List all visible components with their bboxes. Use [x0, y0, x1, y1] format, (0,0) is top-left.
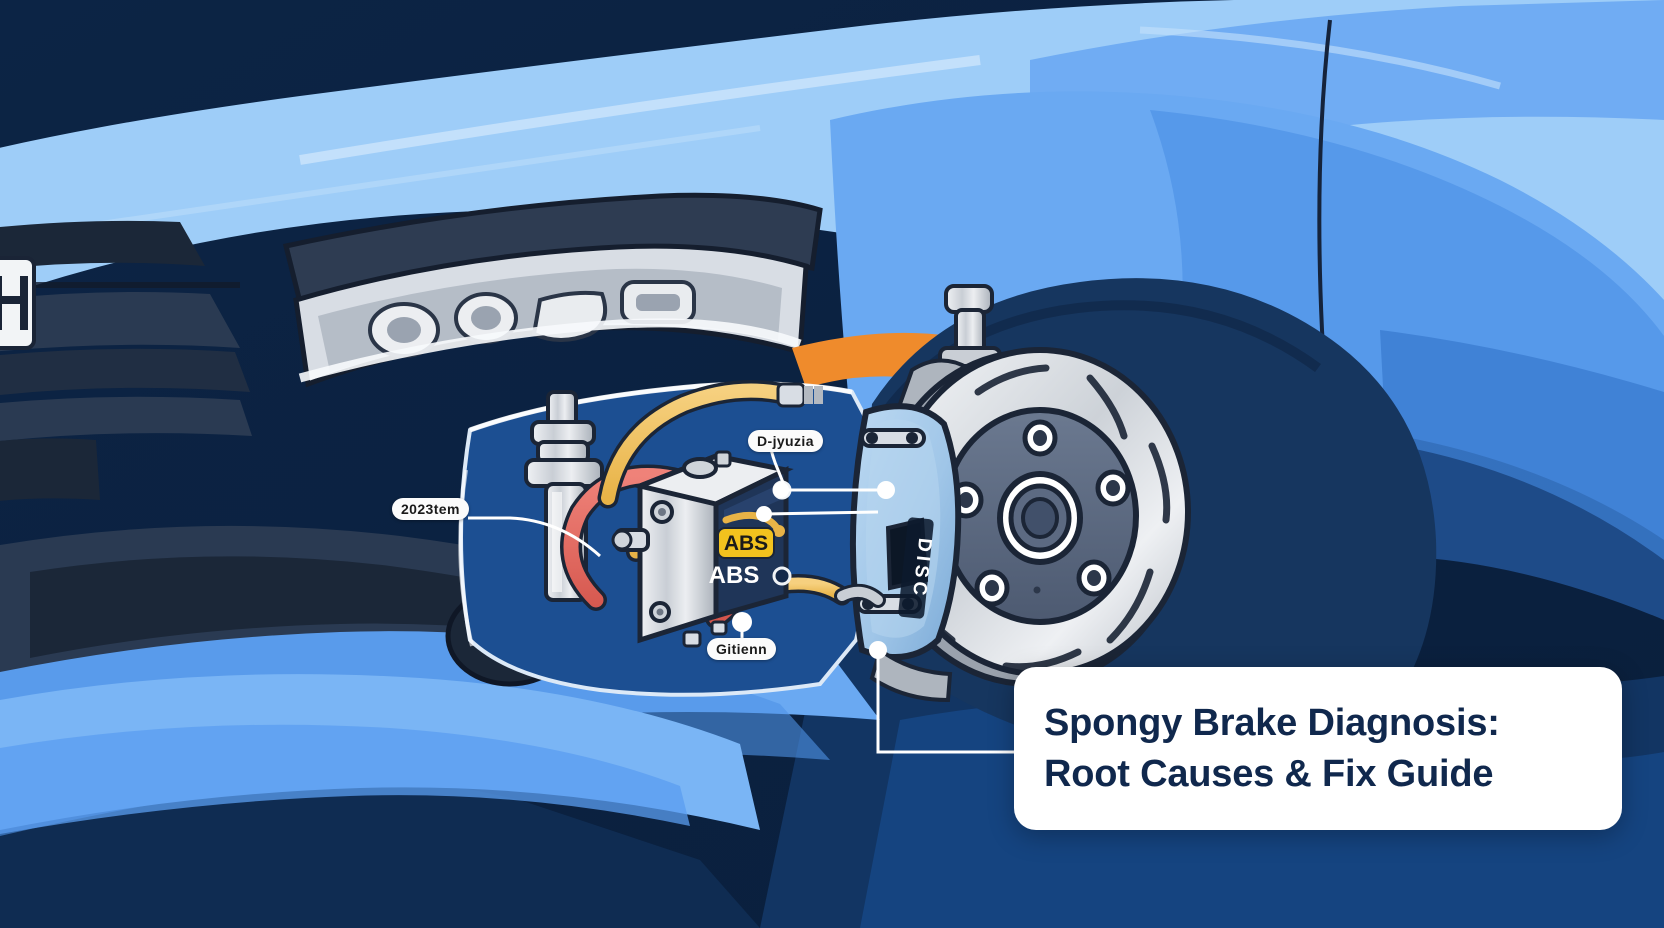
front-grille: [0, 220, 252, 441]
background-shape-lower-left: [0, 767, 760, 928]
callout-hydraulic: D-jyuzia: [748, 430, 823, 452]
body-highlight-1: [299, 55, 981, 165]
callout-leaders: [468, 443, 1014, 754]
bumper-lower-shade: [0, 724, 690, 834]
body-highlight-2: [59, 125, 761, 233]
callout-bleed: Gitienn: [707, 638, 777, 660]
headlight-assembly: [282, 192, 823, 388]
callout-system: 2023tem: [392, 498, 469, 520]
control-arm: [869, 646, 953, 703]
cutaway-edge-top: [469, 381, 853, 433]
hose-ferrules: [776, 382, 823, 408]
caliper-lettering: DISC: [898, 517, 935, 619]
abs-badge-text: ABS: [724, 532, 768, 555]
brand-emblem: [0, 256, 36, 350]
brake-caliper: DISC: [834, 403, 962, 661]
brake-line-yellow-1: [601, 383, 799, 505]
body-highlight-3: [1139, 26, 1501, 90]
title-card: Spongy Brake Diagnosis: Root Causes & Fi…: [1014, 667, 1622, 830]
abs-module-text: ABS: [709, 562, 760, 589]
bumper-vent: [30, 556, 660, 658]
car-lower-body-shade: [1380, 330, 1664, 620]
title-line-1: Spongy Brake Diagnosis:: [1044, 702, 1500, 745]
title-line-2: Root Causes & Fix Guide: [1044, 752, 1494, 795]
brake-rotor: [875, 347, 1191, 687]
cutaway-edge-left: [458, 469, 474, 647]
plate-recess: [0, 438, 100, 501]
